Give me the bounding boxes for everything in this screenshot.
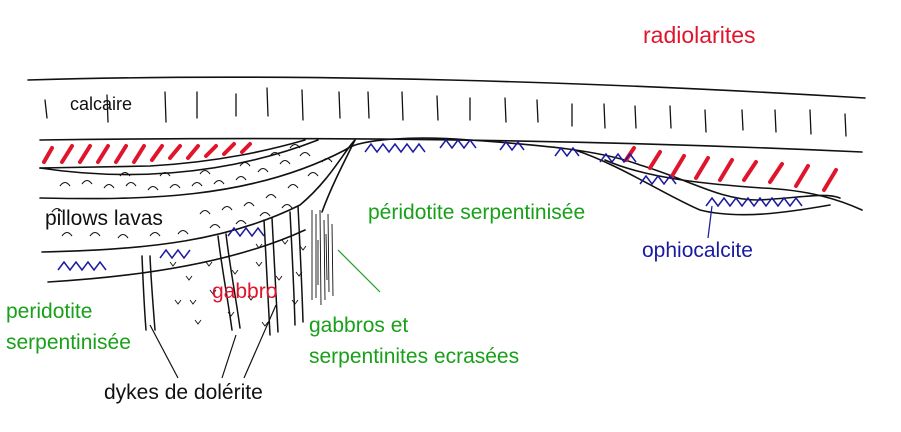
fault-line [321,139,356,213]
label-radiolarites: radiolarites [643,22,756,48]
label-gabbro: gabbro [212,280,278,303]
calcaire-top-line [27,76,866,99]
label-gabbros-1: gabbros et [309,314,409,337]
pillow-lava-arcs [51,143,333,239]
radiolarite-base-line [39,139,306,169]
label-peridotite-serpentinisee: péridotite serpentinisée [368,201,586,224]
leader-lines [149,205,713,379]
calcaire-ticks [44,87,847,137]
radiolarite-strokes-left [42,142,252,164]
radiolarite-right-base [604,159,863,211]
crushed-serpentinite [311,209,334,306]
label-pillows-lavas: pillows lavas [45,207,163,230]
serpentine-zigzags [57,138,803,272]
peridotite-top-line [41,139,356,253]
pillow-top-contact [39,139,319,176]
label-dykes: dykes de dolérite [104,381,263,404]
dome-surface [344,137,841,201]
dyke-leader-line-2 [221,334,237,379]
radiolarite-strokes-right [624,146,838,192]
dolerite-dykes [141,205,304,336]
pillow-base-line [39,149,346,200]
label-peridotite-left-2: serpentinisée [6,331,131,354]
label-calcaire: calcaire [70,94,133,114]
ophiocalcite-leader-line [707,205,713,239]
label-gabbros-2: serpentinites ecrasées [309,345,520,368]
gabbros-leader-line [337,249,381,293]
stratigraphic-contacts [27,76,866,283]
label-peridotite-left-1: peridotite [6,300,93,323]
label-ophiocalcite: ophiocalcite [642,239,753,262]
peridotite-left-contact [47,229,306,283]
dyke-leader-line-3 [243,304,277,379]
dyke-leader-line-1 [149,324,179,379]
ophicalcite-base [574,149,831,216]
